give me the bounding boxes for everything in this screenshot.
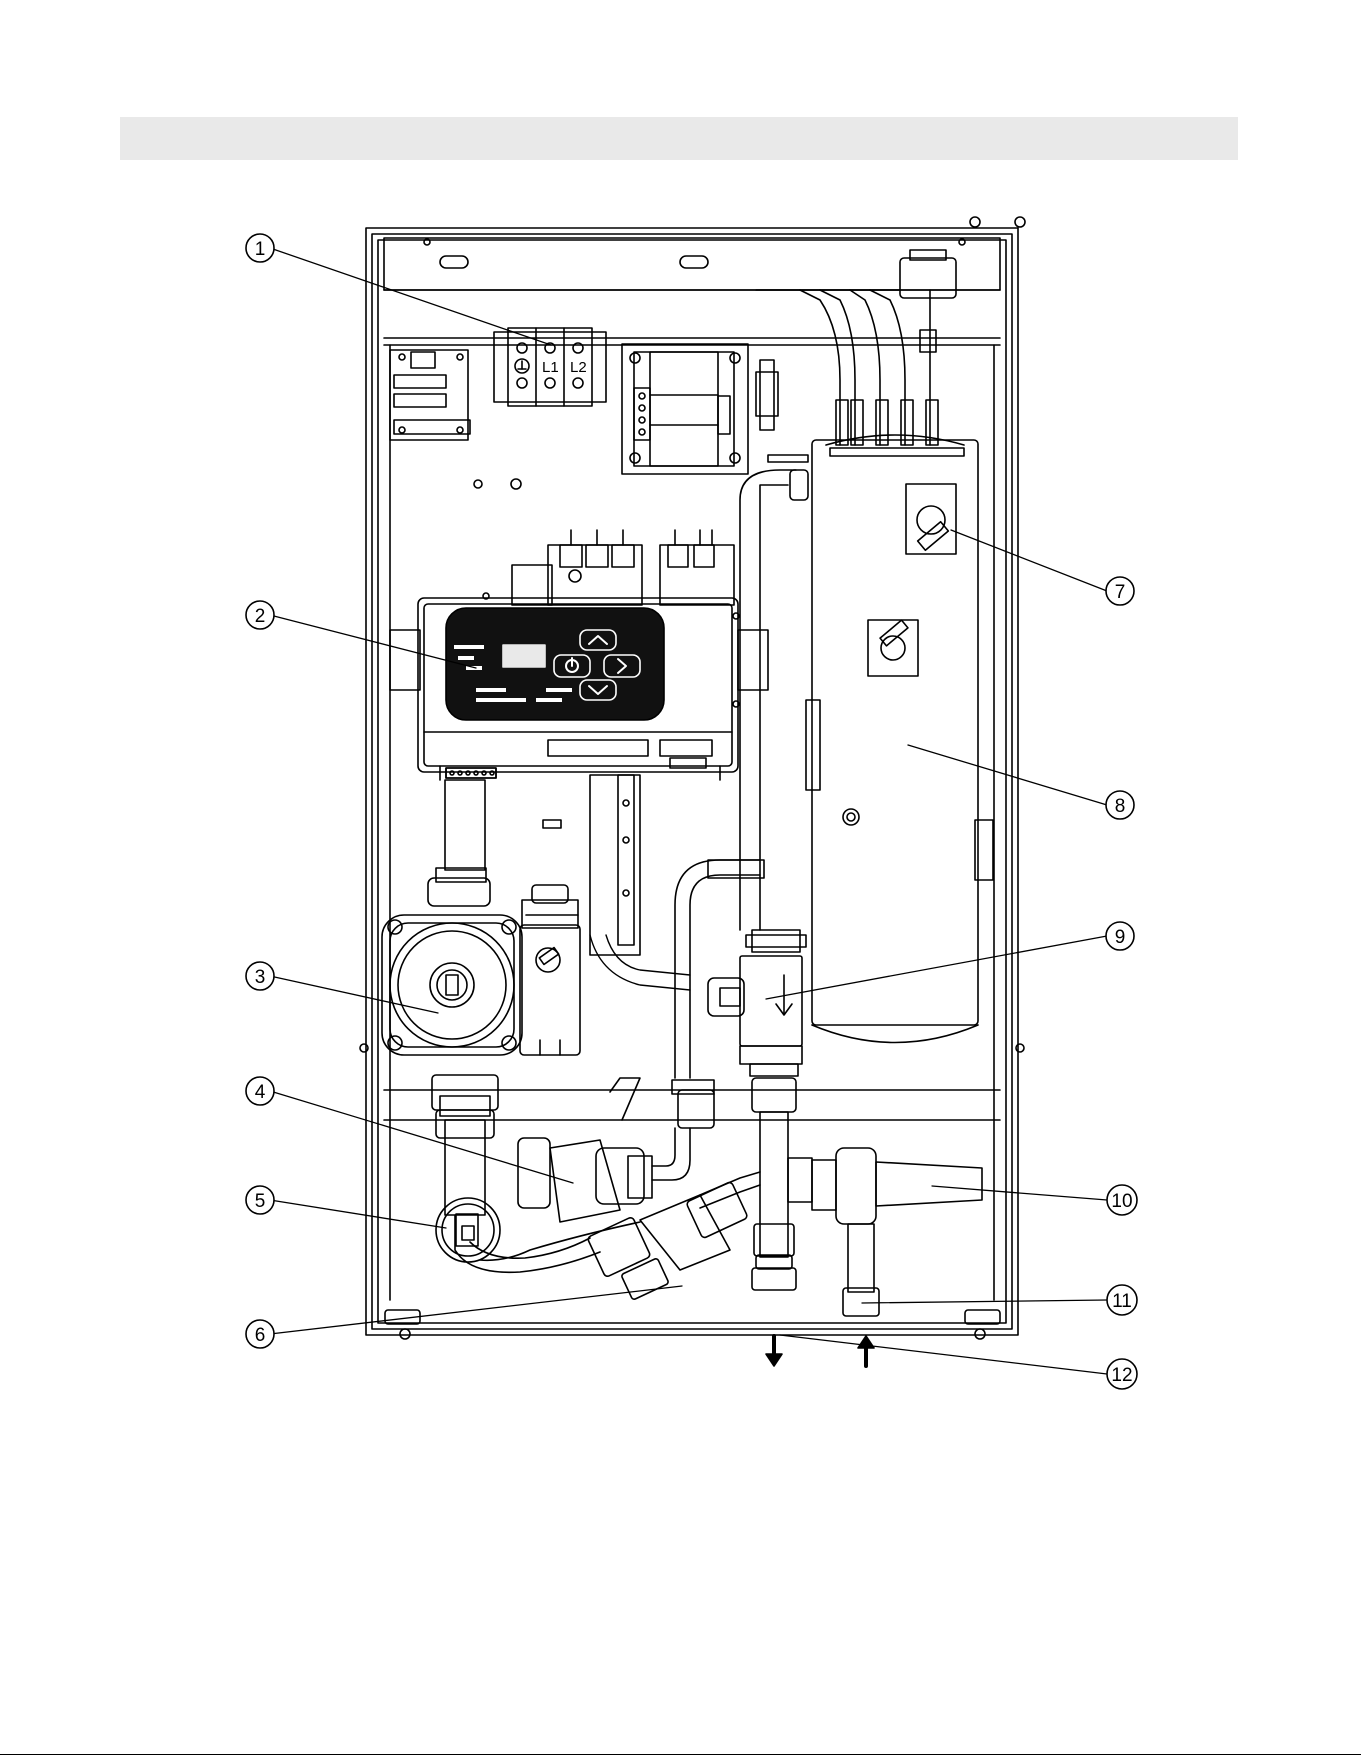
callout-9: 9 <box>1106 922 1134 950</box>
callout-11: 11 <box>1107 1285 1137 1315</box>
terminal-l2-label: L2 <box>570 359 587 376</box>
footer-rule <box>0 1754 1361 1755</box>
callout-6: 6 <box>246 1320 274 1348</box>
callout-8: 8 <box>1106 791 1134 819</box>
callout-2: 2 <box>246 601 274 629</box>
callout-leaders <box>270 248 1107 1374</box>
callout-2-label: 2 <box>255 606 266 627</box>
callout-5: 5 <box>246 1186 274 1214</box>
callout-4-label: 4 <box>255 1082 266 1103</box>
rating-plate <box>390 350 470 440</box>
callout-11-label: 11 <box>1112 1291 1132 1312</box>
heater-tank <box>756 250 993 1043</box>
inlet-flow-arrow <box>858 1336 874 1366</box>
contactors <box>512 530 734 605</box>
terminal-block: L1 L2 <box>494 328 606 406</box>
circulating-pump <box>382 885 580 1055</box>
callout-12: 12 <box>1107 1359 1137 1389</box>
callout-3: 3 <box>246 962 274 990</box>
callout-4: 4 <box>246 1077 274 1105</box>
transformer <box>622 344 748 474</box>
mounting-brackets <box>543 700 820 955</box>
terminal-l1-label: L1 <box>542 359 559 376</box>
small-relay <box>756 360 808 462</box>
callout-12-label: 12 <box>1111 1365 1132 1386</box>
callout-7-label: 7 <box>1115 582 1126 603</box>
piping <box>428 470 982 1316</box>
callout-6-label: 6 <box>255 1325 266 1346</box>
callout-5-label: 5 <box>255 1191 266 1212</box>
callout-1-label: 1 <box>255 239 266 260</box>
callout-9-label: 9 <box>1115 927 1126 948</box>
outlet-flow-arrow <box>766 1336 782 1366</box>
callout-8-label: 8 <box>1115 796 1126 817</box>
callout-7: 7 <box>1106 577 1134 605</box>
terminal-strip <box>446 768 496 778</box>
callout-1: 1 <box>246 234 274 262</box>
callout-10: 10 <box>1107 1185 1137 1215</box>
callout-3-label: 3 <box>255 967 266 988</box>
callout-10-label: 10 <box>1111 1191 1132 1212</box>
control-panel <box>446 608 664 720</box>
